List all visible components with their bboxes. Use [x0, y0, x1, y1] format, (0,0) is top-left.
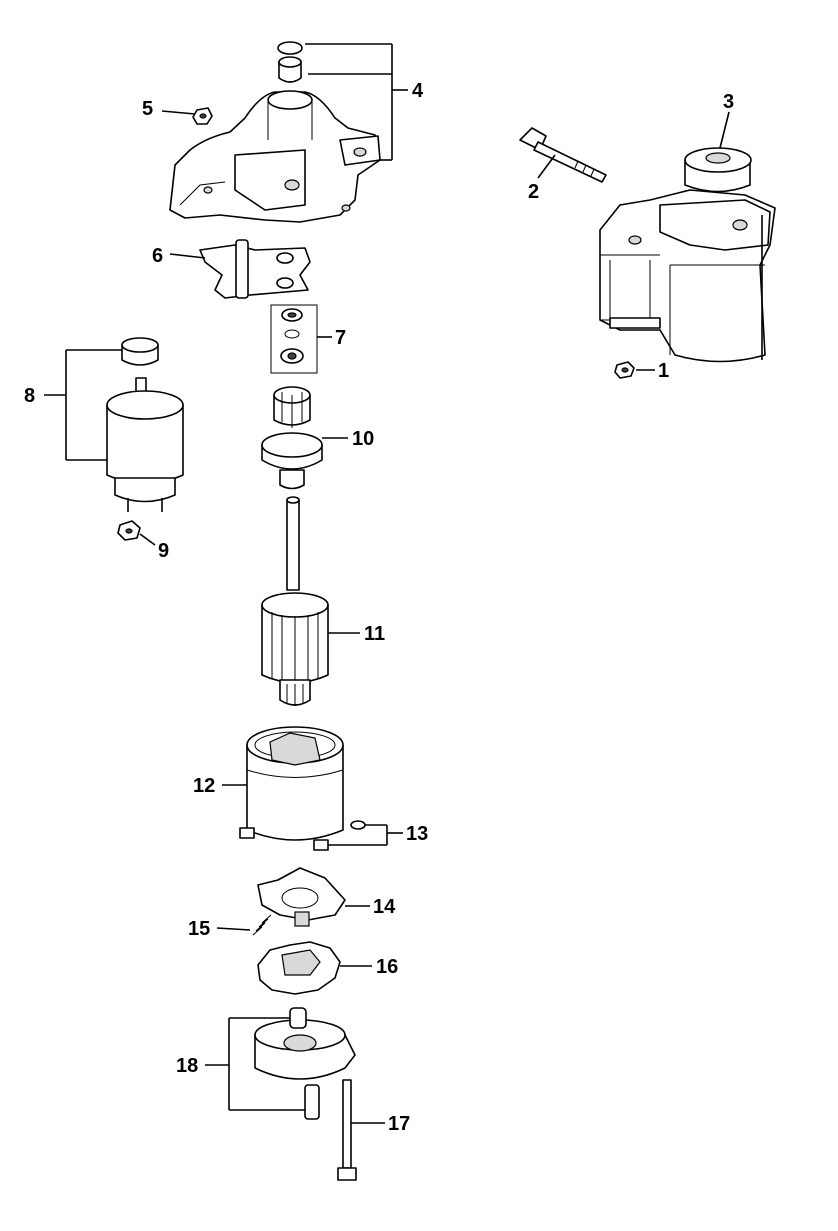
callout-labels: 1 2 3 4 5 6 7 8 9 10 11 12 13 14 15 16 1… — [24, 80, 734, 1135]
callout-2: 2 — [528, 181, 539, 203]
part-3-starter-assembly — [599, 147, 776, 363]
callout-1: 1 — [658, 360, 669, 382]
callout-11: 11 — [364, 623, 385, 645]
part-5-nut — [192, 107, 213, 125]
part-18-end-frame — [254, 1007, 356, 1120]
callout-14: 14 — [373, 896, 396, 918]
part-11-armature — [261, 496, 329, 706]
callout-13: 13 — [406, 823, 428, 845]
callout-4: 4 — [412, 80, 424, 102]
callout-12: 12 — [193, 775, 215, 797]
callout-15: 15 — [188, 918, 210, 940]
part-14-brush-holder — [257, 867, 346, 927]
callout-6: 6 — [152, 245, 163, 267]
part-12-yoke — [246, 726, 344, 841]
part-16-plate — [257, 941, 341, 995]
part-7-washer-set — [270, 304, 318, 374]
part-1-nut — [614, 361, 635, 379]
callout-3: 3 — [723, 91, 734, 113]
part-4-drive-end-housing — [169, 41, 381, 223]
part-6-drive-lever — [199, 239, 311, 299]
callout-18: 18 — [176, 1055, 198, 1077]
callout-16: 16 — [376, 956, 398, 978]
part-15-spring — [252, 914, 272, 936]
callout-17: 17 — [388, 1113, 410, 1135]
callout-9: 9 — [158, 540, 169, 562]
callout-8: 8 — [24, 385, 35, 407]
part-17-through-bolt — [337, 1079, 357, 1181]
part-9-nut — [117, 520, 141, 541]
callout-7: 7 — [335, 327, 346, 349]
callout-5: 5 — [142, 98, 153, 120]
part-8-solenoid — [106, 337, 184, 512]
callout-10: 10 — [352, 428, 374, 450]
part-10-pinion-clutch — [261, 386, 323, 490]
leader-lines — [44, 43, 730, 1124]
part-2-bolt — [519, 127, 607, 183]
